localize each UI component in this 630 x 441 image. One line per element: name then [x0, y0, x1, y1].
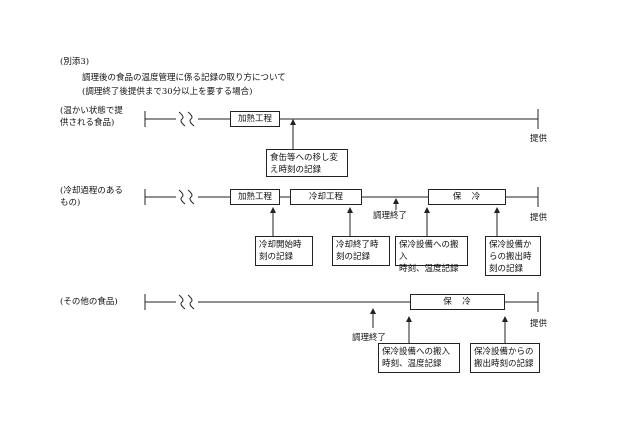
row1-serve-label: 提供 [530, 134, 548, 144]
row3-break-mark-a [178, 294, 186, 310]
row2-serve-label: 提供 [530, 213, 548, 223]
row1-record-transfer-time: 食缶等への移し変 え時刻の記録 [266, 149, 348, 177]
row1-label: (温かい状態で提 供される食品) [60, 106, 123, 128]
row2-arrows [270, 198, 500, 236]
appendix-label: (別添3) [60, 57, 90, 67]
row1-arrows [290, 119, 296, 149]
row2-arrow3-head [424, 207, 430, 213]
row3-break-mark-b [187, 294, 195, 310]
row1-break-mark-a [178, 111, 186, 127]
row1-arrow-head [290, 119, 296, 125]
row2-record-cooling-start: 冷却開始時 刻の記録 [255, 236, 313, 266]
page-subtitle: (調理終了後提供まで30分以上を要する場合) [82, 87, 253, 97]
row3-cold-storage-box: 保 冷 [410, 294, 505, 310]
row3-serve-label: 提供 [530, 319, 548, 329]
row2-record-cooling-end: 冷却終了時 刻の記録 [332, 236, 390, 266]
row1-heating-box: 加熱工程 [230, 111, 280, 127]
row3-arrows [370, 308, 508, 343]
row2-cook-end-label: 調理終了 [373, 211, 408, 221]
row2-label: (冷却過程のある もの) [60, 186, 123, 208]
row2-cookend-head [393, 198, 399, 204]
row2-break-mark-a [178, 189, 186, 205]
row2-break-mark-b [187, 189, 195, 205]
page-title: 調理後の食品の温度管理に係る記録の取り方について [82, 73, 286, 83]
row3-arrow2-head [502, 316, 508, 322]
row3-arrow1-head [406, 316, 412, 322]
row3-record-storage-in: 保冷設備への搬入 時刻、温度記録 [378, 343, 460, 373]
row3-label: (その他の食品) [60, 297, 118, 307]
row1-timeline [144, 109, 539, 129]
row3-record-storage-out: 保冷設備からの 搬出時刻の記録 [470, 343, 540, 373]
row2-record-storage-in: 保冷設備への搬入 時刻、温度記録 [395, 236, 468, 274]
row2-arrow2-head [347, 207, 353, 213]
row3-cook-end-label: 調理終了 [352, 333, 387, 343]
row2-arrow1-head [270, 207, 276, 213]
row2-record-storage-out: 保冷設備か らの搬出時 刻の記録 [485, 236, 541, 276]
row3-cookend-head [370, 308, 376, 314]
row2-cold-storage-box: 保 冷 [428, 189, 506, 205]
row2-heating-box: 加熱工程 [230, 189, 280, 205]
row1-break-mark-b [187, 111, 195, 127]
row2-cooling-box: 冷却工程 [290, 189, 362, 205]
row2-arrow4-head [494, 207, 500, 213]
